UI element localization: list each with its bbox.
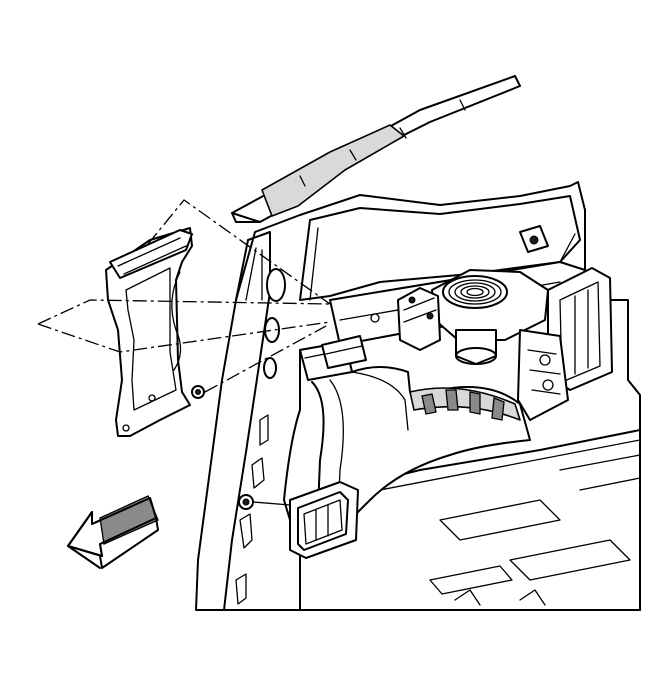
right-bracket: [517, 267, 613, 421]
roof-rail: [231, 75, 521, 223]
direction-arrow-icon: [67, 495, 159, 569]
duct-connector: [321, 335, 367, 369]
trim-panel: [105, 227, 193, 437]
air-duct: [238, 341, 531, 559]
left-upright-bracket: [397, 287, 441, 351]
screw-fastener: [191, 385, 205, 399]
speaker-assembly: [431, 269, 549, 365]
floor-panel: [299, 429, 641, 611]
alignment-lines: [37, 199, 331, 393]
